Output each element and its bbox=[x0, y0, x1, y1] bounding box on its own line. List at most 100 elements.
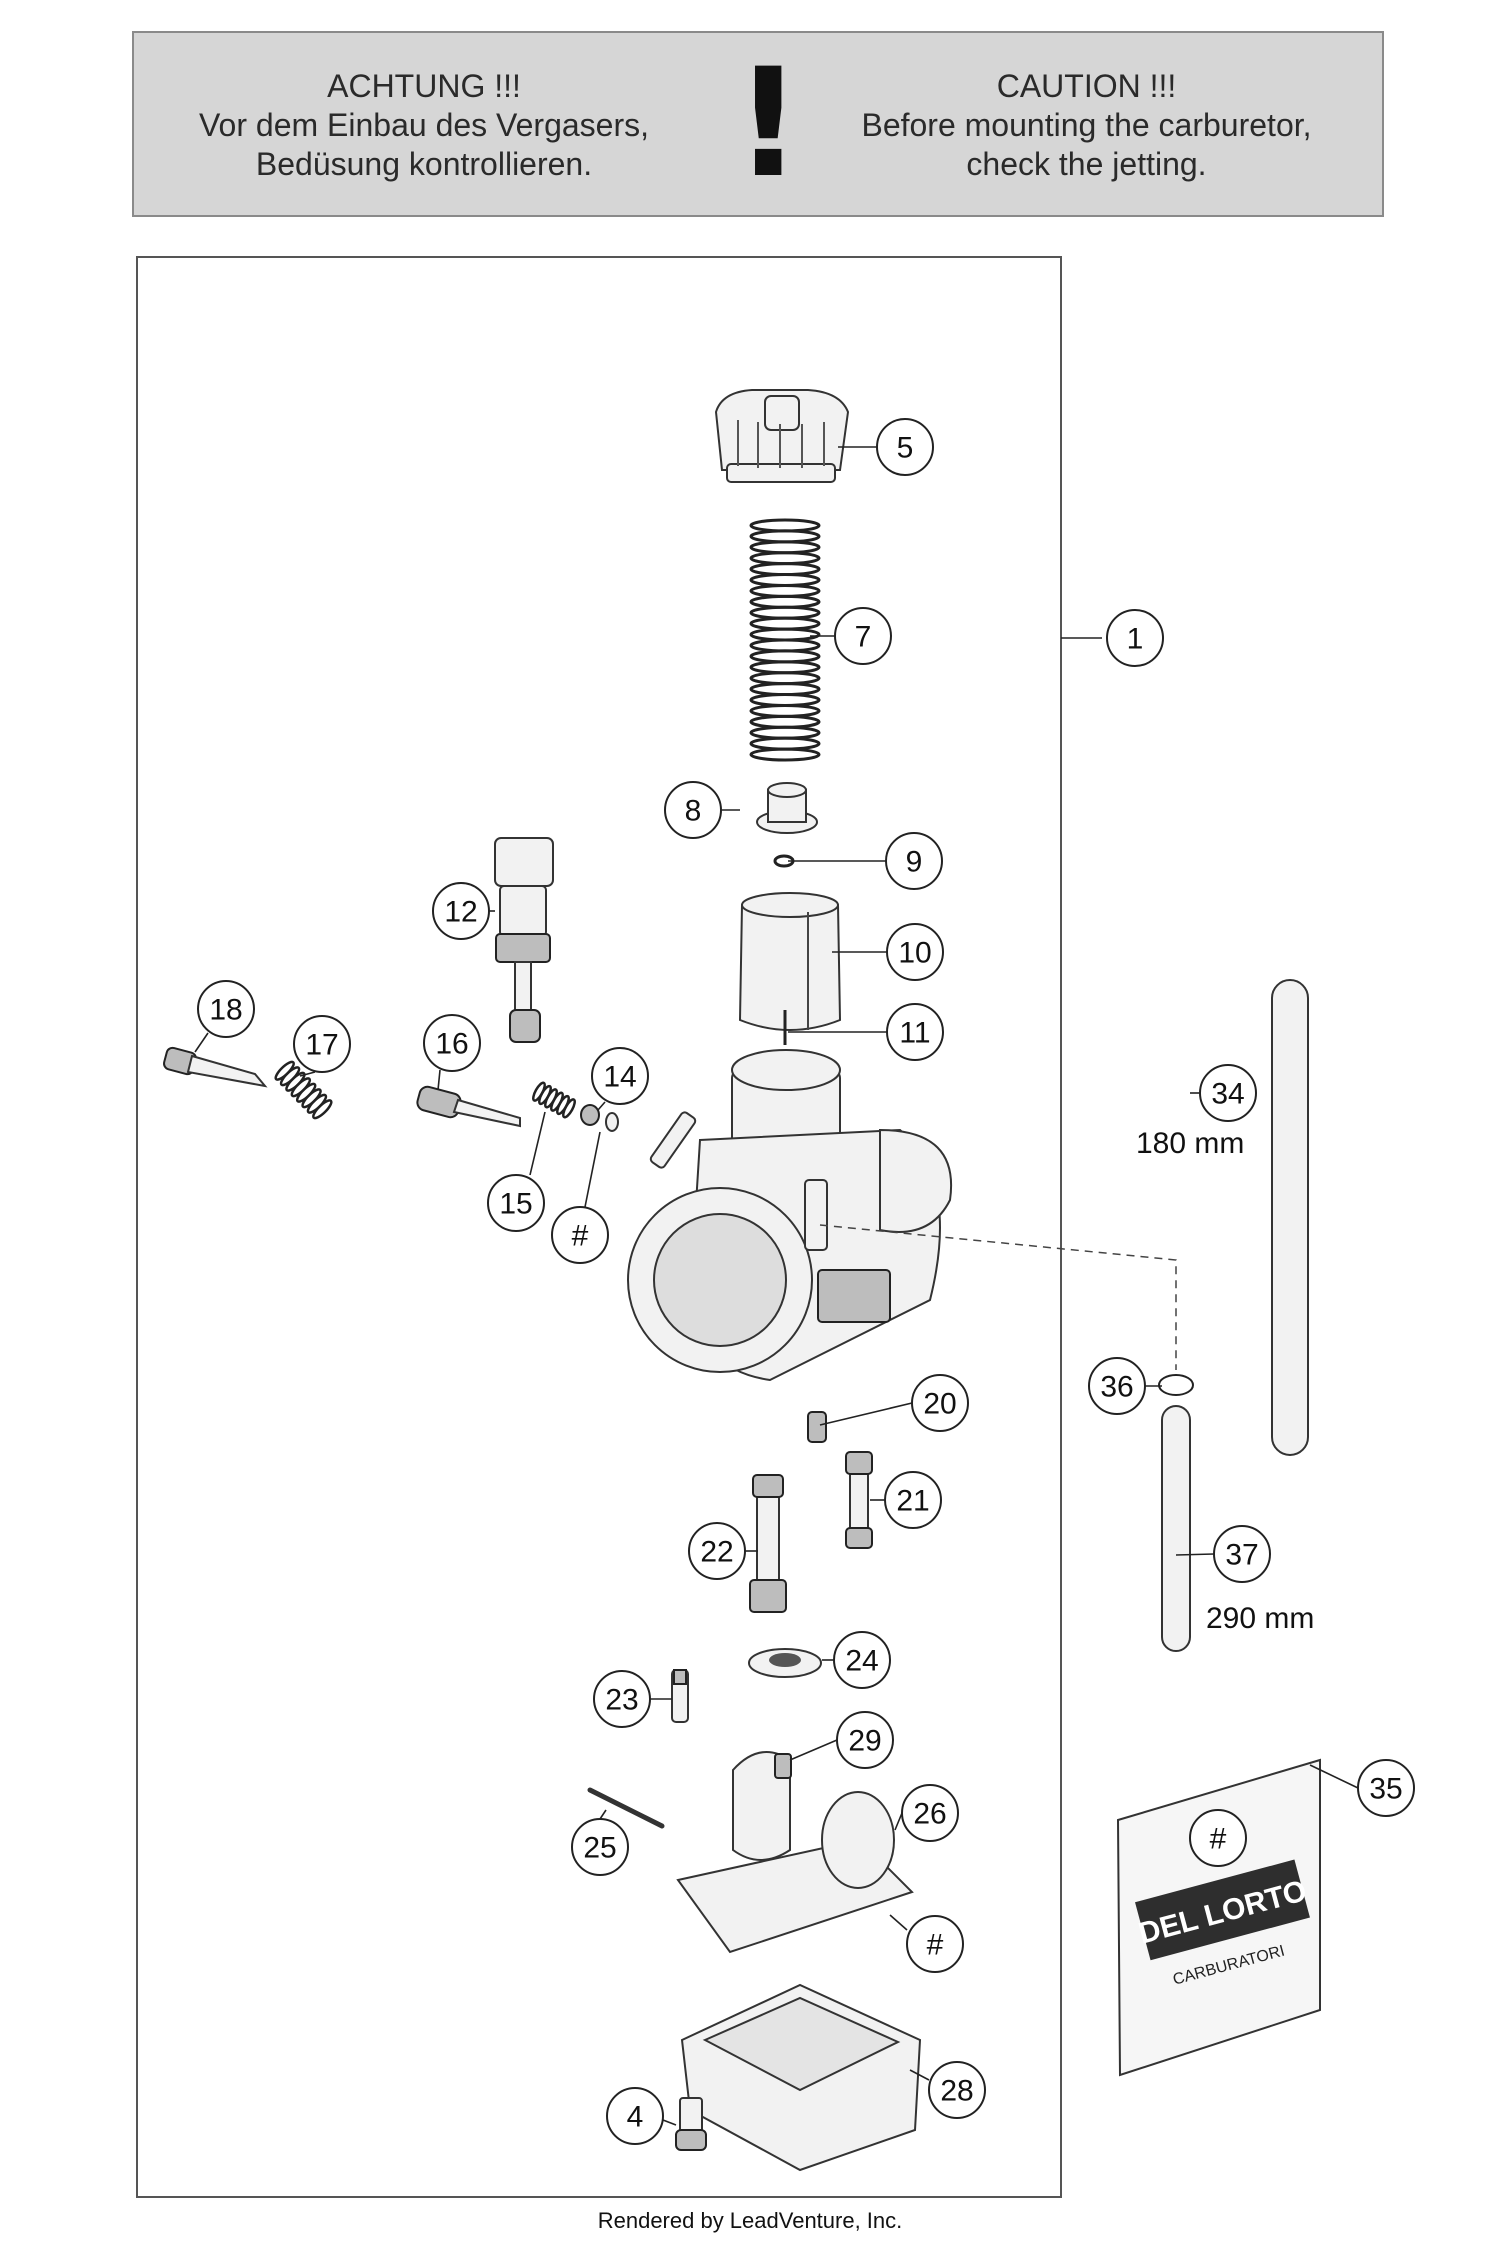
callout-number: 17 bbox=[305, 1029, 338, 1062]
callout-c4: 4 bbox=[606, 2087, 664, 2145]
leader-line bbox=[1309, 1764, 1359, 1789]
callout-number: 20 bbox=[923, 1388, 956, 1421]
hose-route-line bbox=[819, 1224, 1177, 1370]
callout-circle bbox=[1199, 1064, 1257, 1122]
callout-hash2: # bbox=[906, 1915, 964, 1973]
callout-circle bbox=[664, 781, 722, 839]
spring-coil bbox=[749, 703, 821, 718]
callout-circle bbox=[911, 1374, 969, 1432]
callout-circle bbox=[1213, 1525, 1271, 1583]
callout-number: 37 bbox=[1225, 1539, 1258, 1572]
spring-coil bbox=[749, 529, 821, 544]
leader-line bbox=[662, 2119, 677, 2126]
callout-c21: 21 bbox=[884, 1471, 942, 1529]
callout-hash1: # bbox=[551, 1206, 609, 1264]
callout-number: 26 bbox=[913, 1798, 946, 1831]
callout-circle bbox=[876, 418, 934, 476]
callout-c5: 5 bbox=[876, 418, 934, 476]
callout-number: 22 bbox=[700, 1536, 733, 1569]
spring-coil bbox=[749, 551, 821, 566]
callout-c7: 7 bbox=[834, 607, 892, 665]
throttle-spring bbox=[749, 518, 821, 762]
jetting-kit-bag: DEL LORTO CARBURATORI bbox=[1116, 1758, 1321, 2077]
hose-clamp bbox=[1158, 1374, 1194, 1396]
callout-number: 11 bbox=[899, 1017, 930, 1050]
callout-number: # bbox=[572, 1220, 589, 1253]
idle-jet bbox=[807, 1411, 827, 1443]
spring-coil bbox=[749, 682, 821, 697]
callout-c11: 11 bbox=[886, 1003, 944, 1061]
callout-number: 5 bbox=[897, 432, 914, 465]
washer bbox=[580, 1104, 600, 1126]
callout-number: 15 bbox=[499, 1188, 532, 1221]
warning-german: ACHTUNG !!! Vor dem Einbau des Vergasers… bbox=[154, 67, 694, 184]
callout-c17: 17 bbox=[293, 1015, 351, 1073]
callout-circle bbox=[293, 1015, 351, 1073]
spring-coil bbox=[749, 583, 821, 598]
callout-c14: 14 bbox=[591, 1047, 649, 1105]
callout-number: 28 bbox=[940, 2075, 973, 2108]
callout-number: 18 bbox=[209, 994, 242, 1027]
callout-number: # bbox=[927, 1929, 944, 1962]
warning-english-line1: Before mounting the carburetor, bbox=[861, 107, 1312, 143]
spring-coil bbox=[749, 638, 821, 653]
leader-line bbox=[894, 1812, 903, 1831]
callout-c16: 16 bbox=[423, 1014, 481, 1072]
leader-line bbox=[789, 1739, 838, 1761]
mixing-chamber-cap bbox=[714, 389, 850, 483]
callout-c12: 12 bbox=[432, 882, 490, 940]
spring-coil bbox=[749, 518, 821, 533]
callout-circle bbox=[1088, 1357, 1146, 1415]
vent-hose-290 bbox=[1158, 1374, 1194, 1652]
callout-c10: 10 bbox=[886, 923, 944, 981]
callout-number: 34 bbox=[1211, 1078, 1244, 1111]
callout-number: 9 bbox=[906, 846, 923, 879]
warning-german-title: ACHTUNG !!! bbox=[327, 68, 521, 104]
leader-line bbox=[194, 1032, 209, 1053]
float-bowl bbox=[680, 1983, 922, 2172]
air-screw-spring bbox=[532, 1081, 576, 1119]
hose-37-length: 290 mm bbox=[1206, 1602, 1314, 1635]
spring-coil bbox=[749, 725, 821, 740]
callout-number: 8 bbox=[685, 795, 702, 828]
spring-coil bbox=[749, 649, 821, 664]
callout-c9: 9 bbox=[885, 832, 943, 890]
main-jet-holder bbox=[845, 1451, 873, 1549]
spring-coil bbox=[749, 747, 821, 762]
callout-c25: 25 bbox=[571, 1818, 629, 1876]
leader-line bbox=[909, 2069, 930, 2081]
spring-coil bbox=[749, 562, 821, 577]
spring-coil bbox=[562, 1098, 576, 1119]
spring-coil bbox=[749, 660, 821, 675]
callout-circle bbox=[1357, 1759, 1415, 1817]
callout-number: 1 bbox=[1127, 623, 1144, 656]
callout-circle bbox=[551, 1206, 609, 1264]
spring-coil bbox=[749, 616, 821, 631]
callout-circle bbox=[886, 923, 944, 981]
callout-number: # bbox=[1210, 1823, 1227, 1856]
callout-circle bbox=[834, 607, 892, 665]
idle-screw bbox=[163, 1046, 268, 1088]
spring-coil bbox=[749, 714, 821, 729]
callout-number: 14 bbox=[603, 1061, 636, 1094]
callout-number: 36 bbox=[1100, 1371, 1133, 1404]
float-assembly bbox=[676, 1751, 914, 1954]
spring-coil bbox=[749, 671, 821, 686]
callout-c8: 8 bbox=[664, 781, 722, 839]
spring-coil bbox=[749, 573, 821, 587]
callout-circle bbox=[591, 1047, 649, 1105]
callout-circle bbox=[571, 1818, 629, 1876]
callout-c23: 23 bbox=[593, 1670, 651, 1728]
float-pin bbox=[587, 1787, 665, 1829]
throttle-slide bbox=[738, 892, 842, 1031]
callout-circle bbox=[423, 1014, 481, 1072]
float-needle bbox=[671, 1669, 689, 1723]
spring-coil bbox=[749, 540, 821, 555]
callout-c35: 35 bbox=[1357, 1759, 1415, 1817]
callout-circle bbox=[906, 1915, 964, 1973]
callout-circle bbox=[197, 980, 255, 1038]
callout-circle bbox=[487, 1174, 545, 1232]
drain-screw bbox=[675, 2097, 707, 2151]
callout-c28: 28 bbox=[928, 2061, 986, 2119]
